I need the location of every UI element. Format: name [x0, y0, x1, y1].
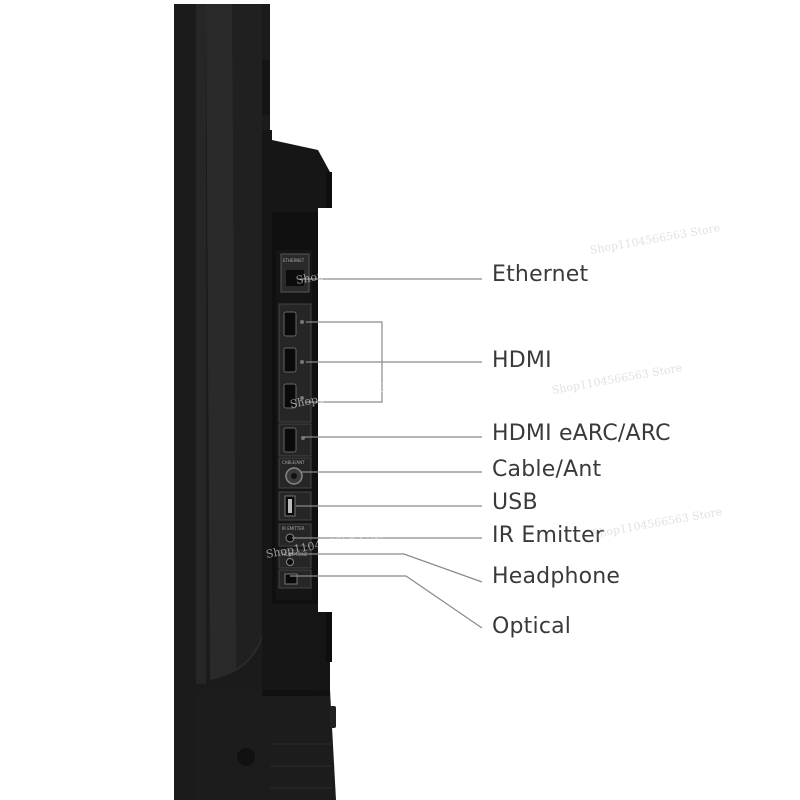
frame-highlight — [196, 4, 206, 684]
callout-ir-emitter: IR Emitter — [492, 523, 605, 548]
usb-tongue — [288, 499, 292, 513]
panel-label-ir-emitter: IR EMITTER — [282, 526, 305, 531]
stand-screw — [237, 748, 255, 766]
leader-optical — [290, 575, 483, 629]
callout-ethernet: Ethernet — [492, 262, 589, 287]
hdmi-port-3 — [283, 383, 297, 409]
panel-label-cable-ant: CABLE/ANT — [282, 460, 305, 465]
housing-tab — [326, 172, 332, 208]
hdmi-port-2-dot — [300, 360, 304, 364]
hdmi-port-3-dot — [300, 396, 304, 400]
ethernet-socket — [286, 270, 304, 286]
callout-hdmi-earc: HDMI eARC/ARC — [492, 421, 671, 446]
hdmi-earc-port — [283, 427, 297, 453]
callout-optical: Optical — [492, 614, 572, 639]
callout-usb: USB — [492, 490, 538, 515]
callout-cable-ant: Cable/Ant — [492, 457, 602, 482]
stand-seam — [262, 690, 330, 696]
headphone-jack — [286, 558, 294, 566]
stand-base — [196, 690, 336, 800]
leader-headphone — [290, 553, 483, 583]
panel-label-ethernet: ETHERNET — [283, 258, 305, 263]
stand-knob — [330, 706, 336, 728]
leader-lines — [290, 278, 483, 629]
callout-hdmi: HDMI — [492, 348, 552, 373]
coax-center — [291, 473, 297, 479]
frame-inner-shadow — [232, 4, 262, 668]
optical-port — [284, 573, 298, 585]
lower-housing-tab — [326, 612, 332, 662]
callout-headphone: Headphone — [492, 564, 621, 589]
hdmi-port-1-dot — [300, 320, 304, 324]
side-button — [262, 60, 270, 115]
hdmi-port-2 — [283, 347, 297, 373]
hdmi-port-1 — [283, 311, 297, 337]
